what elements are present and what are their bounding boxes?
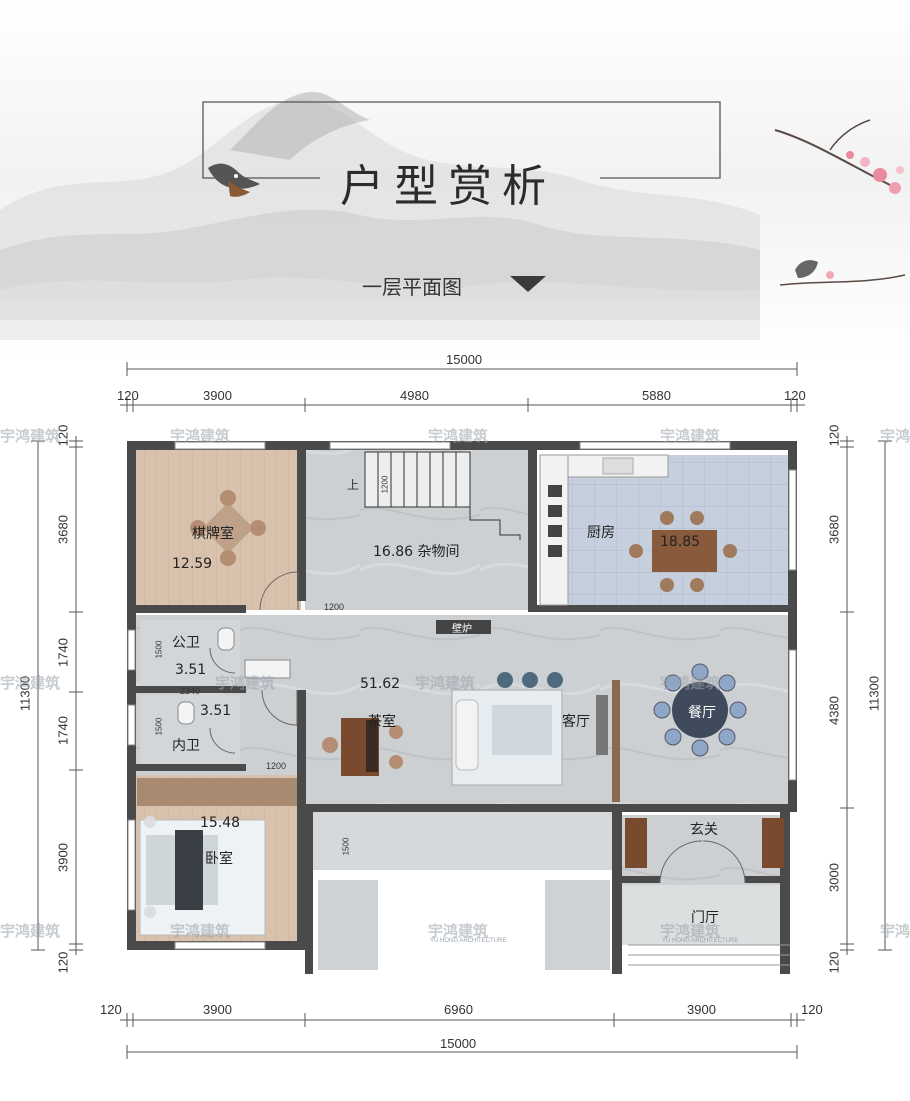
watermark-en: YU HONG ARCHITECTURE [662,938,739,944]
room-public-bath-area: 3.51 [175,662,207,678]
room-bedroom-area: 15.48 [200,815,241,831]
room-inner-bath-name: 内卫 [172,738,200,754]
room-living: 客厅 [562,714,590,730]
room-living-area: 51.62 [360,676,401,692]
watermark: 宇鸿建筑 [428,922,489,940]
dim-top-seg-2: 4980 [400,388,429,403]
inner-dim-bedroom-door: 1200 [266,761,287,771]
dim-bottom-seg-1: 3900 [203,1002,232,1017]
room-gate-hall: 门厅 [691,910,719,926]
floor-subtitle: 一层平面图 [362,275,462,299]
watermark: 宇鸿建筑 [0,674,61,692]
watermark: 宇鸿建筑 [0,427,61,445]
bird-icon [208,163,260,197]
dim-bottom-right-wall: 120 [801,1002,823,1017]
plum-blossom-icon [774,119,906,286]
room-storage-label: 16.86 杂物间 [373,544,460,560]
dim-bottom-seg-2: 6960 [444,1002,473,1017]
watermark: 宇鸿建筑 [880,427,910,445]
room-public-bath-name: 公卫 [172,635,200,651]
room-dining: 餐厅 [688,705,716,721]
dim-bottom-left-wall: 120 [100,1002,122,1017]
room-chess-area: 12.59 [172,556,213,572]
ink-landscape-background [0,0,910,360]
watermark: 宇鸿建筑 [215,674,276,692]
room-foyer: 玄关 [690,822,718,838]
stair-up-label: 上 [347,478,360,492]
dim-top-seg-1: 3900 [203,388,232,403]
watermark: 宇鸿建筑 [170,922,231,940]
room-kitchen-area: 18.85 [660,534,701,550]
room-chess-name: 棋牌室 [192,526,234,542]
inner-dim-bath-h2: 1500 [154,717,164,736]
watermark: 宇鸿建筑 [428,427,489,445]
room-inner-bath-area: 3.51 [200,703,232,719]
dim-top-left-wall: 120 [117,388,139,403]
fireplace-label: 壁炉 [452,624,472,635]
caret-down-icon [510,276,546,292]
watermark: 宇鸿建筑 [660,922,721,940]
watermark: 宇鸿建筑 [0,922,61,940]
watermark-en: YU HONG ARCHITECTURE [430,938,507,944]
dim-bottom-total: 15000 [440,1036,477,1051]
inner-dim-storage-door: 1200 [324,602,345,612]
inner-dim-stair: 1200 [380,475,390,494]
inner-dim-bath-w: 2340 [180,686,201,696]
room-bedroom-name: 卧室 [205,851,233,867]
watermark: 宇鸿建筑 [880,922,910,940]
watermark: 宇鸿建筑 [660,427,721,445]
room-kitchen-name: 厨房 [587,525,615,541]
watermark: 宇鸿建筑 [170,427,231,445]
dim-top-right-wall: 120 [784,388,806,403]
watermark: 宇鸿建筑 [415,674,476,692]
title-frame [202,101,721,179]
inner-dim-bath-h1: 1500 [154,640,164,659]
page-title: 户型赏析 [340,161,556,212]
inner-dim-porch: 1500 [341,837,351,856]
watermark: 宇鸿建筑 [660,674,721,692]
dim-bottom-seg-3: 3900 [687,1002,716,1017]
dim-top-seg-3: 5880 [642,388,671,403]
dim-top-total: 15000 [446,352,483,367]
room-tea: 茶室 [368,714,396,730]
